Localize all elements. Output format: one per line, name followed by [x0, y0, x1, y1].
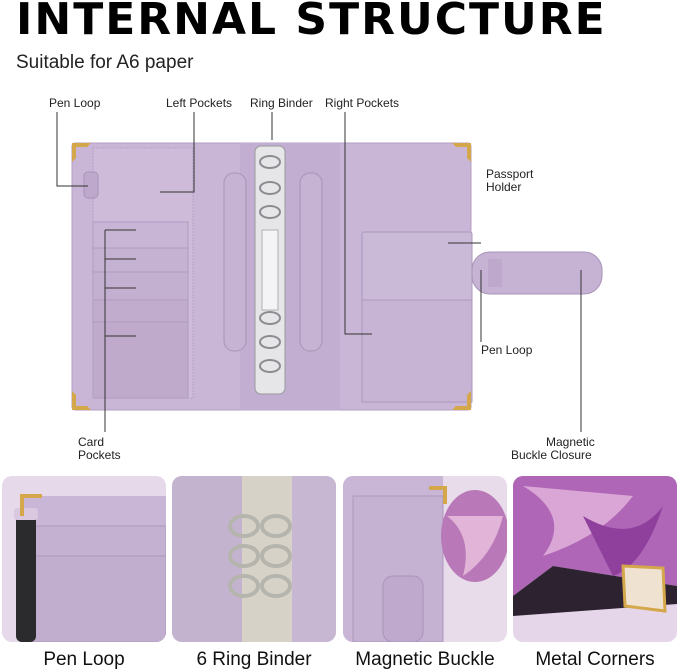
- callout-magnetic-l1: Magnetic: [546, 435, 595, 449]
- callout-lines: [56, 112, 582, 432]
- callout-magnetic-l2: Buckle Closure: [511, 448, 592, 462]
- spine-strap-right: [299, 172, 323, 352]
- callout-left-pockets: Left Pockets: [166, 96, 233, 110]
- spine-strap-left: [223, 172, 247, 352]
- photo-pen-loop: [2, 476, 166, 642]
- callout-passport-holder-l1: Passport: [486, 167, 534, 181]
- pen-loop-left: [83, 171, 99, 199]
- caption-magnetic-buckle: Magnetic Buckle: [355, 649, 495, 670]
- metal-corner-tr: [452, 143, 471, 162]
- right-pocket-lower: [361, 299, 473, 403]
- callout-ring-binder: Ring Binder: [250, 96, 313, 110]
- photo-magnetic-buckle: [343, 476, 507, 642]
- caption-metal-corners: Metal Corners: [535, 649, 655, 670]
- metal-corner-bl: [72, 391, 91, 410]
- metal-corner-tl: [72, 143, 91, 162]
- metal-corner-br: [452, 391, 471, 410]
- callout-card-pockets-l2: Pockets: [78, 448, 121, 462]
- binder-illustration: [56, 112, 603, 432]
- callout-pen-loop-right: Pen Loop: [481, 343, 533, 357]
- photo-ring-binder: [172, 476, 336, 642]
- callout-right-pockets: Right Pockets: [325, 96, 400, 110]
- caption-pen-loop: Pen Loop: [43, 649, 125, 670]
- photo-metal-corners: [513, 476, 677, 642]
- page-subtitle: Suitable for A6 paper: [16, 52, 194, 73]
- callout-card-pockets-l1: Card: [78, 435, 105, 449]
- magnetic-buckle-strap: [471, 251, 603, 295]
- caption-ring-binder: 6 Ring Binder: [196, 649, 312, 670]
- callout-passport-holder-l2: Holder: [486, 180, 522, 194]
- page-title: INTERNAL STRUCTURE: [16, 0, 607, 45]
- callout-pen-loop-top: Pen Loop: [49, 96, 101, 110]
- card-pocket-5: [92, 321, 189, 399]
- rings: [259, 155, 281, 373]
